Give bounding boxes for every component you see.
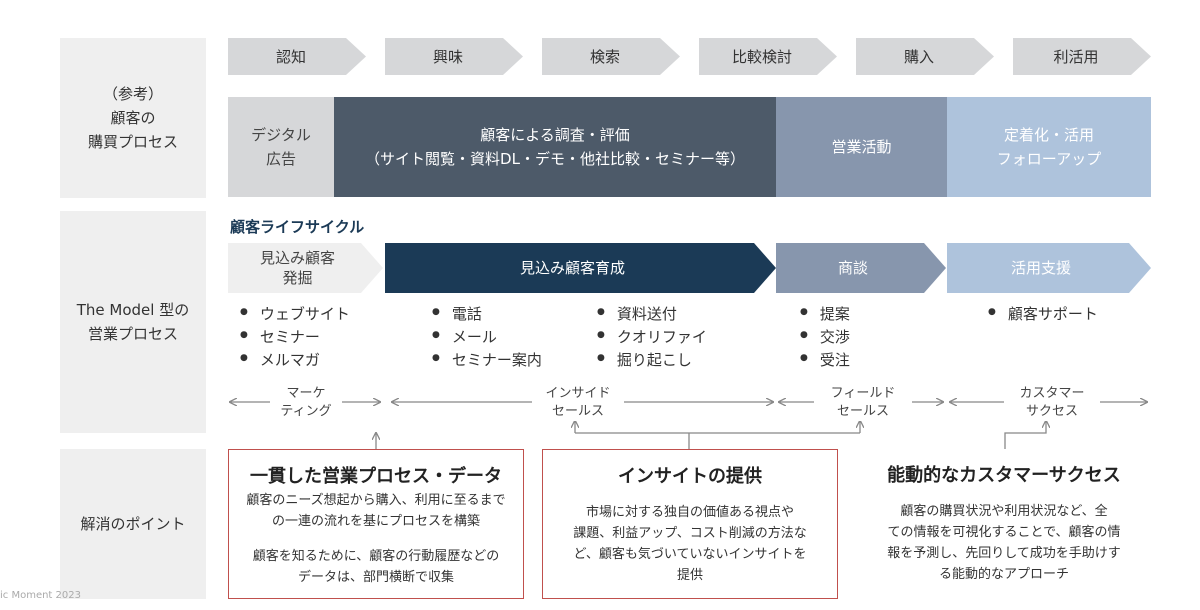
list-item: 電話 <box>432 303 542 326</box>
point-body: 顧客のニーズ想起から購入、利用に至るまで の一連の流れを基にプロセスを構築 <box>246 493 506 529</box>
list-item: 交渉 <box>800 326 850 349</box>
role-label-inside-sales: インサイド セールス <box>532 385 624 421</box>
list-item: 提案 <box>800 303 850 326</box>
row-label-buying-process: （参考） 顧客の 購買プロセス <box>60 38 206 198</box>
row-label-model-process: The Model 型の 営業プロセス <box>60 211 206 433</box>
list-item: 受注 <box>800 349 850 372</box>
process-digital-ad: デジタル 広告 <box>228 97 334 197</box>
lifecycle-title: 顧客ライフサイクル <box>230 218 365 236</box>
list-item: メール <box>432 326 542 349</box>
point-card-insight: インサイトの提供 市場に対する独自の価値ある視点や 課題、利益アップ、コスト削減… <box>542 449 838 599</box>
list-item: セミナー <box>240 326 350 349</box>
list-item: 資料送付 <box>597 303 707 326</box>
point-body: 市場に対する独自の価値ある視点や 課題、利益アップ、コスト削減の方法な ど、顧客… <box>573 505 807 583</box>
buying-stage-chevron: 比較検討 <box>699 38 837 75</box>
point-card-proactive-success: 能動的なカスタマーサクセス 顧客の購買状況や利用状況など、全 ての情報を可視化す… <box>856 449 1152 599</box>
point-title: インサイトの提供 <box>618 466 762 487</box>
point-card-consistent-process: 一貫した営業プロセス・データ 顧客のニーズ想起から購入、利用に至るまで の一連の… <box>228 449 524 599</box>
activities-prospecting: ウェブサイト セミナー メルマガ <box>240 303 350 372</box>
point-body: 顧客の購買状況や利用状況など、全 ての情報を可視化することで、顧客の情 報を予測… <box>887 504 1121 582</box>
lifecycle-prospecting: 見込み顧客 発掘 <box>228 243 383 293</box>
role-label-field-sales: フィールド セールス <box>814 385 912 421</box>
list-item: ウェブサイト <box>240 303 350 326</box>
buying-stage-chevron: 興味 <box>385 38 523 75</box>
point-title: 一貫した営業プロセス・データ <box>250 466 502 487</box>
lifecycle-success-support: 活用支援 <box>947 243 1151 293</box>
process-onboarding-followup: 定着化・活用 フォローアップ <box>947 97 1151 197</box>
activities-deal: 提案 交渉 受注 <box>800 303 850 372</box>
activities-nurturing-b: 資料送付 クオリファイ 掘り起こし <box>597 303 707 372</box>
lifecycle-deal: 商談 <box>776 243 946 293</box>
row-label-solution-points: 解消のポイント <box>60 449 206 599</box>
buying-stage-chevron: 購入 <box>856 38 994 75</box>
activities-support: 顧客サポート <box>988 303 1098 326</box>
role-label-marketing: マーケ ティング <box>270 385 342 421</box>
buying-stage-chevron: 検索 <box>542 38 680 75</box>
connector-point-3 <box>1004 421 1046 449</box>
role-label-customer-success: カスタマー サクセス <box>1004 385 1100 421</box>
list-item: 顧客サポート <box>988 303 1098 326</box>
point-title: 能動的なカスタマーサクセス <box>887 465 1121 486</box>
point-body: 顧客を知るために、顧客の行動履歴などの データは、部門横断で収集 <box>252 549 500 585</box>
footer-copyright: ic Moment 2023 <box>0 590 81 601</box>
list-item: クオリファイ <box>597 326 707 349</box>
activities-nurturing-a: 電話 メール セミナー案内 <box>432 303 542 372</box>
buying-stage-chevron: 利活用 <box>1013 38 1151 75</box>
lifecycle-nurturing: 見込み顧客育成 <box>385 243 776 293</box>
list-item: 掘り起こし <box>597 349 707 372</box>
list-item: セミナー案内 <box>432 349 542 372</box>
process-sales-activity: 営業活動 <box>776 97 947 197</box>
process-customer-research: 顧客による調査・評価 （サイト閲覧・資料DL・デモ・他社比較・セミナー等） <box>334 97 776 197</box>
connector-point-2 <box>575 432 860 449</box>
buying-stage-chevron: 認知 <box>228 38 366 75</box>
list-item: メルマガ <box>240 349 350 372</box>
